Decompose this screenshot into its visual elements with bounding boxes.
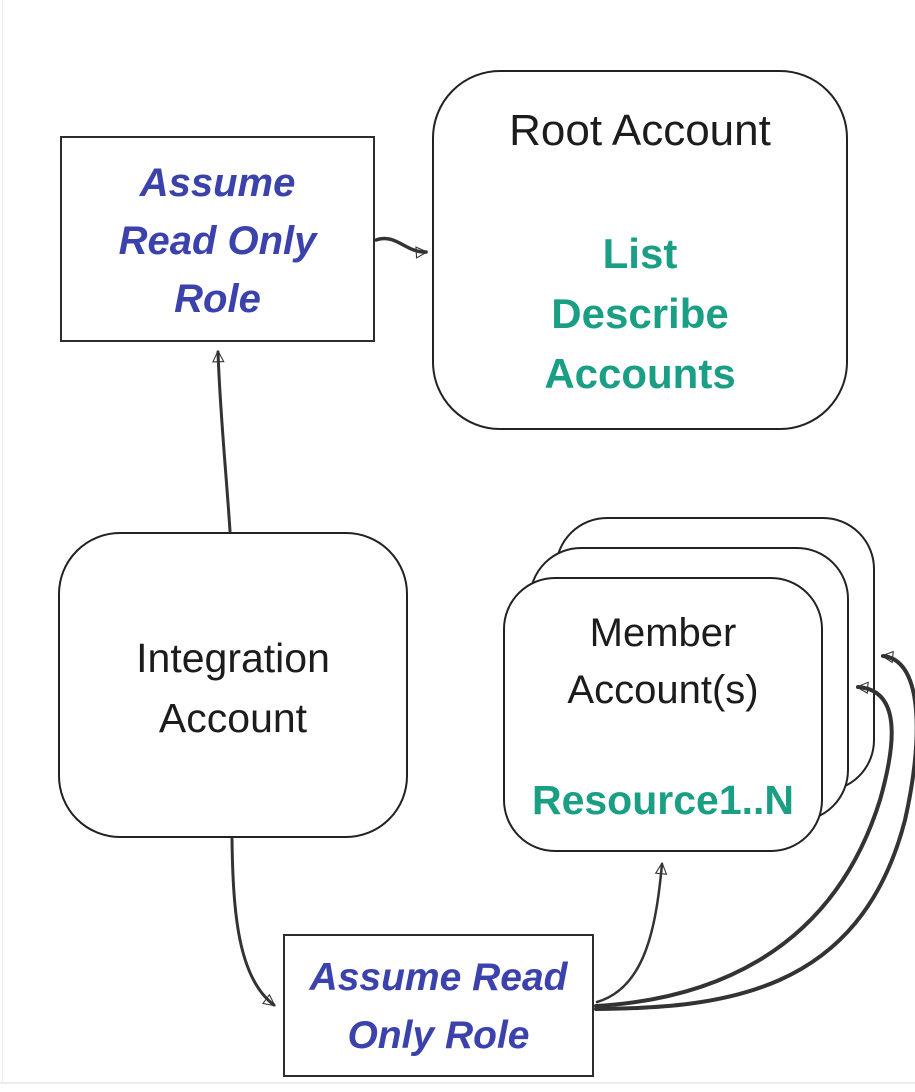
- member-title-line: Account(s): [567, 668, 759, 712]
- integration-account-title: Integration Account: [60, 628, 406, 748]
- assume-top-line: Read Only: [118, 219, 317, 263]
- root-action: Describe: [551, 290, 729, 337]
- node-integration-account: Integration Account: [58, 532, 408, 838]
- member-title-line: Member: [589, 611, 737, 655]
- arrow-assume-top-to-root: [374, 236, 426, 253]
- arrow-integration-to-assume-bottom: [230, 837, 274, 1007]
- node-assume-read-only-role-bottom: Assume Read Only Role: [283, 934, 594, 1077]
- root-action: List: [602, 230, 678, 277]
- assume-top-line: Role: [174, 277, 261, 321]
- assume-top-line: Assume: [139, 161, 296, 205]
- root-action: Accounts: [544, 350, 736, 397]
- assume-top-label: Assume Read Only Role: [62, 154, 373, 328]
- node-member-accounts: Member Account(s) Resource1..N: [503, 577, 823, 852]
- arrow-assume-bottom-to-member-front: [595, 864, 662, 1004]
- page-left-border: [2, 0, 3, 1083]
- member-accounts-resource: Resource1..N: [531, 777, 795, 823]
- integration-title-line: Account: [158, 695, 308, 741]
- member-accounts-title: Member Account(s): [505, 605, 821, 719]
- page-bottom-border: [0, 1082, 915, 1084]
- node-assume-read-only-role-top: Assume Read Only Role: [60, 136, 375, 342]
- assume-bottom-label: Assume Read Only Role: [285, 949, 592, 1065]
- root-account-title: Root Account: [509, 106, 771, 155]
- assume-bottom-line: Assume Read: [309, 956, 568, 999]
- node-root-account: Root Account List Describe Accounts: [432, 70, 848, 430]
- arrow-integration-to-assume-top: [218, 352, 232, 533]
- root-account-actions: List Describe Accounts: [434, 224, 846, 404]
- integration-title-line: Integration: [136, 635, 330, 681]
- assume-bottom-line: Only Role: [347, 1014, 530, 1057]
